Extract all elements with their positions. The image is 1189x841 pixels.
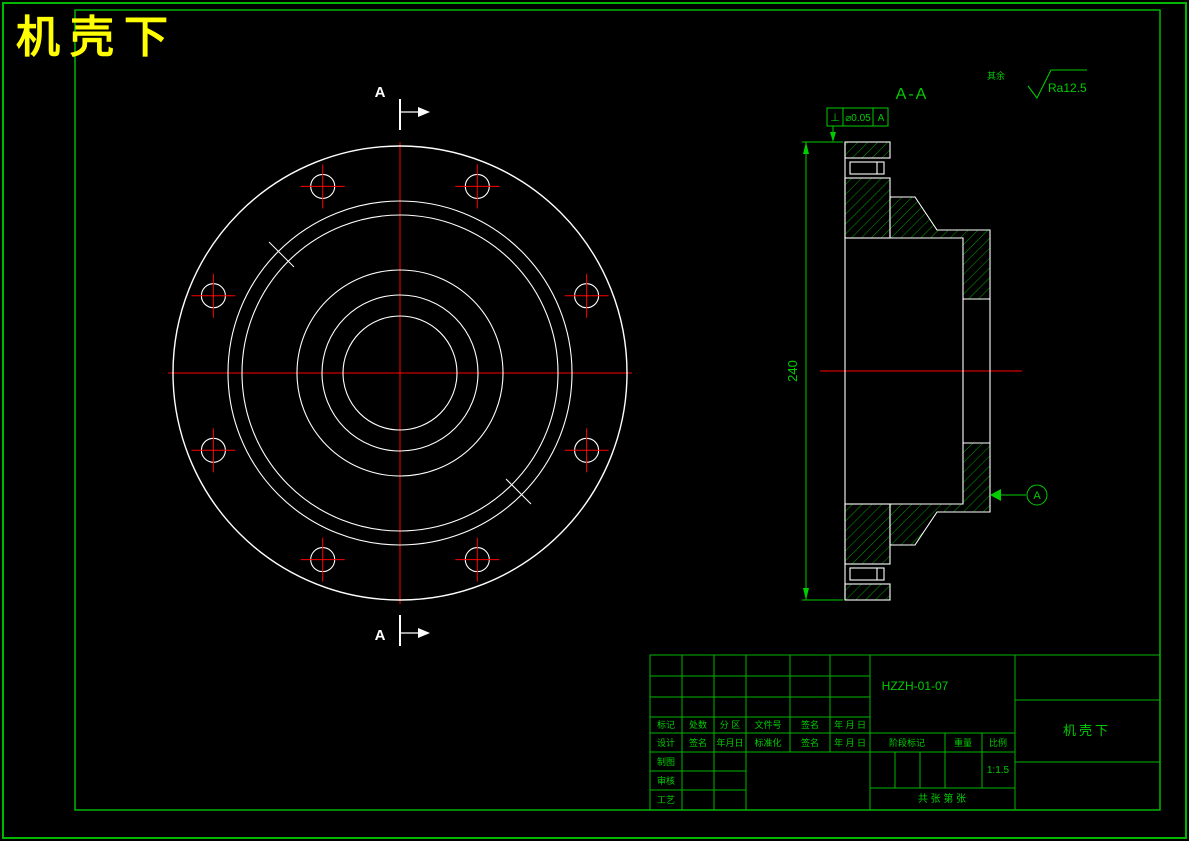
- tb-date-label: 年 月 日: [834, 719, 866, 730]
- datum-label: A: [1033, 490, 1041, 502]
- tb-drawing-number: HZZH-01-07: [882, 679, 949, 693]
- tb-process-label: 工艺: [657, 795, 675, 805]
- section-edges: [844, 142, 991, 600]
- section-cut-label-bottom: A: [375, 627, 386, 644]
- title-block: 标记 处数 分 区 文件号 签名 年 月 日 设计 签名 年月日 标准化 签名 …: [649, 654, 1161, 811]
- front-view-circles: [172, 145, 628, 601]
- section-view: A-A: [785, 86, 1048, 601]
- section-cut-marker-bottom: A: [375, 615, 430, 646]
- tb-scale-label: 比例: [989, 737, 1007, 748]
- title-block-texts: 标记 处数 分 区 文件号 签名 年 月 日 设计 签名 年月日 标准化 签名 …: [657, 679, 1111, 805]
- roughness-value: Ra12.5: [1048, 81, 1087, 95]
- tb-sheet-note: 共 张 第 张: [918, 792, 966, 805]
- dimension-240: 240: [785, 141, 843, 601]
- bolt-holes: [191, 164, 609, 582]
- section-cut-marker-top: A: [375, 84, 430, 130]
- tb-part-name: 机壳下: [1063, 723, 1111, 738]
- tb-date3-label: 年 月 日: [834, 737, 866, 748]
- roughness-note: 其余 Ra12.5: [987, 69, 1087, 100]
- roughness-check-icon: [1027, 69, 1087, 100]
- tolerance-value: ⌀0.05: [845, 113, 871, 124]
- tb-docno-label: 文件号: [754, 719, 781, 730]
- tb-sign-label: 签名: [801, 719, 819, 730]
- tb-design-label: 设计: [657, 737, 675, 748]
- tb-standard-label: 标准化: [754, 737, 781, 748]
- tolerance-symbol: ⊥: [830, 112, 840, 124]
- tolerance-datum-ref: A: [878, 113, 885, 124]
- front-view-centerlines: [168, 142, 632, 604]
- tb-count-label: 处数: [689, 719, 707, 730]
- section-view-label: A-A: [896, 86, 929, 103]
- tb-weight-label: 重量: [954, 737, 972, 748]
- title-block-grid: [649, 654, 1161, 811]
- dimension-240-text: 240: [785, 360, 800, 382]
- main-title: 机壳下: [16, 13, 178, 62]
- roughness-others-text: 其余: [987, 70, 1005, 81]
- tb-mark-label: 标记: [657, 719, 675, 730]
- tb-zone-label: 分 区: [720, 720, 741, 730]
- tb-stage-label: 阶段标记: [889, 737, 925, 748]
- tb-sign2-label: 签名: [689, 737, 707, 748]
- tb-date2-label: 年月日: [716, 737, 743, 748]
- datum-callout: A: [990, 484, 1048, 506]
- section-flange: [844, 141, 891, 601]
- tb-scale-value: 1:1.5: [987, 765, 1010, 776]
- section-cut-label-top: A: [375, 84, 386, 101]
- front-view: A A: [168, 84, 632, 646]
- tolerance-frame: ⊥ ⌀0.05 A: [826, 107, 889, 142]
- tb-sign3-label: 签名: [801, 737, 819, 748]
- tb-draft-label: 制图: [657, 756, 675, 767]
- tb-check-label: 审核: [657, 775, 675, 786]
